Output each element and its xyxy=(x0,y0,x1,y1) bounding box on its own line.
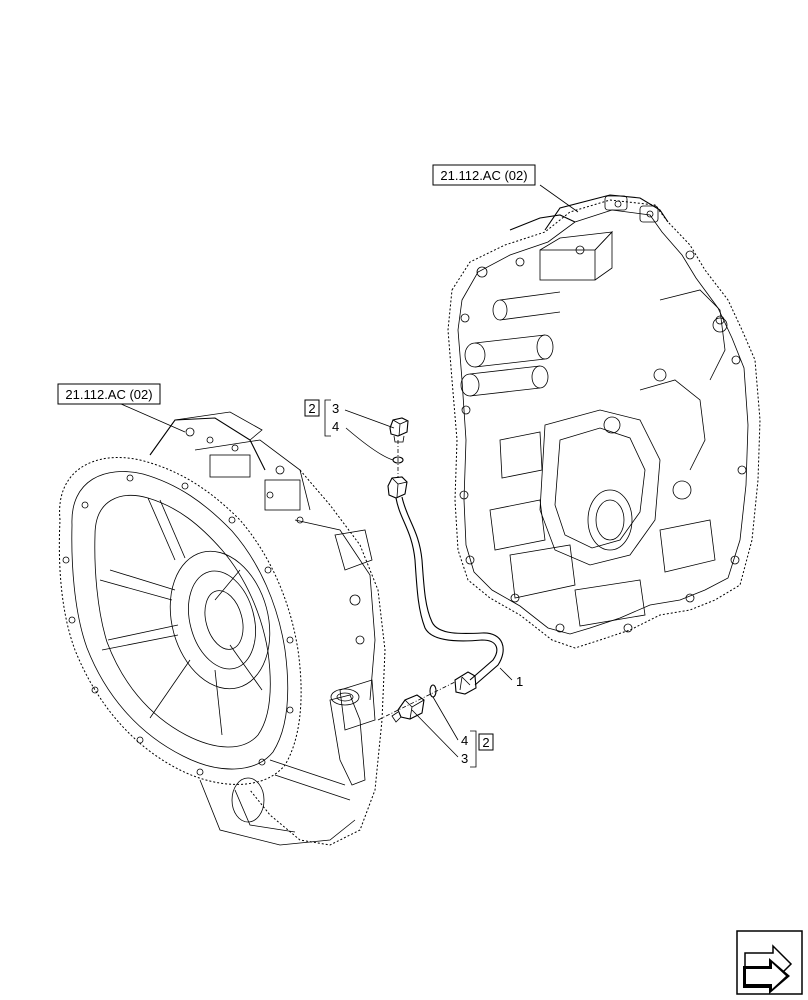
callout-bottom-item-a[interactable]: 4 xyxy=(461,733,468,748)
svg-text:21.112.AC (02): 21.112.AC (02) xyxy=(440,168,527,183)
bottom-seal-washer xyxy=(429,684,437,698)
left-bell-housing xyxy=(58,411,386,846)
right-transmission-housing xyxy=(447,194,761,649)
callout-group-bottom[interactable]: 4 3 2 xyxy=(461,730,494,768)
bottom-adapter-fitting xyxy=(391,694,425,723)
callout-group-top[interactable]: 2 3 4 xyxy=(304,399,339,437)
ref-box-right[interactable]: 21.112.AC (02) xyxy=(432,164,536,186)
svg-text:2: 2 xyxy=(482,735,489,750)
callout-top-item-a[interactable]: 3 xyxy=(332,401,339,416)
callout-top-item-b[interactable]: 4 xyxy=(332,419,339,434)
svg-text:21.112.AC (02): 21.112.AC (02) xyxy=(65,387,152,402)
pipe-assembly xyxy=(377,417,504,723)
callout-pipe[interactable]: 1 xyxy=(516,674,523,689)
leader-lines xyxy=(111,184,579,758)
ref-box-left[interactable]: 21.112.AC (02) xyxy=(57,383,161,405)
next-page-arrow-icon[interactable] xyxy=(736,930,803,995)
svg-text:2: 2 xyxy=(308,401,315,416)
callout-bottom-item-b[interactable]: 3 xyxy=(461,751,468,766)
top-adapter-fitting xyxy=(389,417,409,443)
